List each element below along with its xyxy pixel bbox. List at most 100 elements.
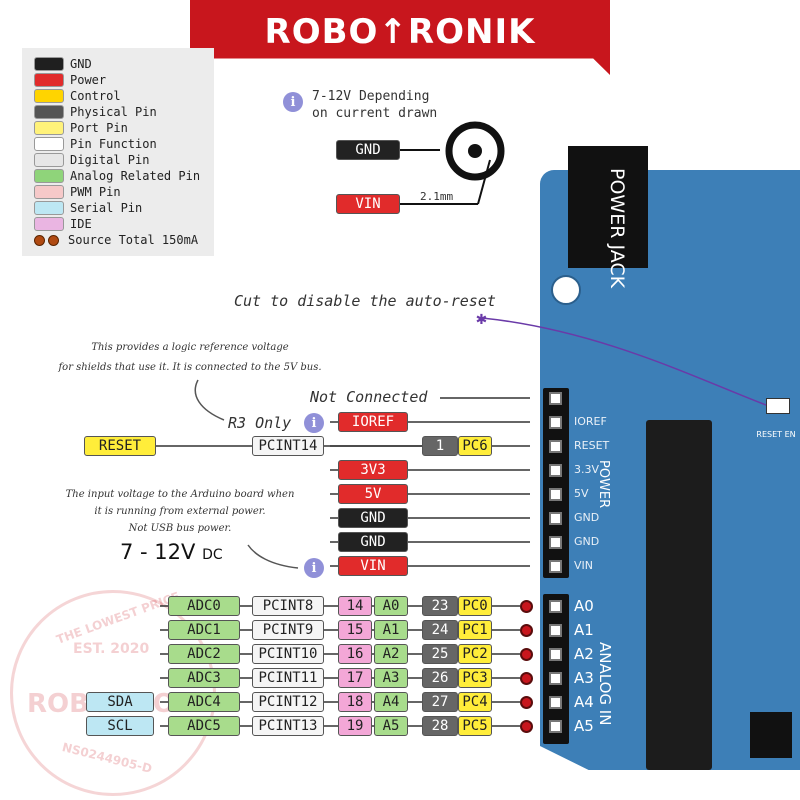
pcint-label: PCINT14 bbox=[252, 436, 324, 456]
r3-only-label: R3 Only bbox=[228, 414, 292, 432]
pcint-label: PCINT8 bbox=[252, 596, 324, 616]
header-pin bbox=[549, 536, 562, 549]
voltage-note: 7-12V Depending on current drawn bbox=[312, 88, 437, 122]
vin-note: The input voltage to the Arduino board w… bbox=[40, 486, 320, 537]
legend-item: Source Total 150mA bbox=[34, 232, 198, 248]
brand-logo: ROBO↑RONIK bbox=[264, 12, 536, 52]
header-pin bbox=[549, 512, 562, 525]
board-pin-label: A3 bbox=[574, 669, 594, 687]
reset-en-label: RESET EN bbox=[756, 430, 796, 439]
power-pin-label: IOREF bbox=[338, 412, 408, 432]
physical-pin-label: 28 bbox=[422, 716, 458, 736]
header-pin bbox=[549, 600, 562, 613]
vin-range: 7 - 12V DC bbox=[120, 540, 223, 564]
cut-marker-icon: ✱ bbox=[476, 308, 487, 329]
header-pin bbox=[549, 696, 562, 709]
header-pin bbox=[549, 392, 562, 405]
legend-swatch bbox=[34, 121, 64, 135]
legend-item: Physical Pin bbox=[34, 104, 157, 120]
legend-label: PWM Pin bbox=[70, 185, 121, 199]
ide-pin-label: 19 bbox=[338, 716, 372, 736]
power-pin-label: VIN bbox=[338, 556, 408, 576]
board-pin-label: VIN bbox=[574, 559, 593, 572]
board-pin-label: IOREF bbox=[574, 415, 607, 428]
legend-swatch bbox=[34, 217, 64, 231]
ide-pin-label: 18 bbox=[338, 692, 372, 712]
legend-item: Analog Related Pin bbox=[34, 168, 200, 184]
port-pin-label: PC5 bbox=[458, 716, 492, 736]
board-pin-label: RESET bbox=[574, 439, 610, 452]
source-dot-icon bbox=[520, 648, 533, 661]
analog-pin-label: A3 bbox=[374, 668, 408, 688]
ide-pin-label: 17 bbox=[338, 668, 372, 688]
legend-swatch bbox=[34, 153, 64, 167]
vin-note-line2: it is running from external power. bbox=[94, 506, 266, 517]
analog-pin-label: A1 bbox=[374, 620, 408, 640]
legend-label: GND bbox=[70, 57, 92, 71]
board-pin-label: GND bbox=[574, 535, 600, 548]
port-pin-label: PC0 bbox=[458, 596, 492, 616]
legend-item: IDE bbox=[34, 216, 92, 232]
info-icon: i bbox=[304, 558, 324, 578]
jack-size-label: 2.1mm bbox=[420, 190, 454, 203]
legend-label: Pin Function bbox=[70, 137, 157, 151]
analog-pin-label: A2 bbox=[374, 644, 408, 664]
legend-label: Digital Pin bbox=[70, 153, 150, 167]
physical-pin-label: 25 bbox=[422, 644, 458, 664]
dot-icon bbox=[34, 234, 45, 246]
legend-item: Control bbox=[34, 88, 121, 104]
legend-item: Digital Pin bbox=[34, 152, 149, 168]
ide-pin-label: 14 bbox=[338, 596, 372, 616]
power-jack-title: POWER JACK bbox=[588, 168, 628, 288]
icsp-header bbox=[750, 712, 792, 758]
mounting-hole bbox=[551, 275, 581, 305]
dot-icon bbox=[48, 234, 59, 246]
power-jack-title-2: JACK bbox=[606, 244, 628, 289]
legend-swatch bbox=[34, 89, 64, 103]
source-dot-icon bbox=[520, 720, 533, 733]
reset-label: RESET bbox=[84, 436, 156, 456]
adc-label: ADC2 bbox=[168, 644, 240, 664]
jack-vin-label: VIN bbox=[336, 194, 400, 214]
physical-pin-label: 27 bbox=[422, 692, 458, 712]
vin-range-unit: DC bbox=[202, 547, 223, 563]
serial-pin-label: SDA bbox=[86, 692, 154, 712]
ide-pin-label: 16 bbox=[338, 644, 372, 664]
legend-label: IDE bbox=[70, 217, 92, 231]
legend-swatch bbox=[34, 137, 64, 151]
port-pin-label: PC3 bbox=[458, 668, 492, 688]
header-pin bbox=[549, 672, 562, 685]
vin-note-line3: Not USB bus power. bbox=[128, 523, 232, 534]
physical-pin-label: 23 bbox=[422, 596, 458, 616]
board-pin-label: A0 bbox=[574, 597, 594, 615]
ioref-note: This provides a logic reference voltage … bbox=[10, 338, 370, 378]
analog-pin-label: A5 bbox=[374, 716, 408, 736]
source-dot-icon bbox=[520, 624, 533, 637]
board-pin-label: A5 bbox=[574, 717, 594, 735]
info-icon: i bbox=[283, 92, 303, 112]
pcint-label: PCINT10 bbox=[252, 644, 324, 664]
not-connected-label: Not Connected bbox=[310, 388, 428, 406]
legend-item: GND bbox=[34, 56, 92, 72]
adc-label: ADC3 bbox=[168, 668, 240, 688]
legend-item: Pin Function bbox=[34, 136, 157, 152]
legend-label: Analog Related Pin bbox=[70, 169, 201, 183]
jack-gnd-label: GND bbox=[336, 140, 400, 160]
power-jack-icon bbox=[445, 121, 505, 181]
board-pin-label: A1 bbox=[574, 621, 594, 639]
board-pin-label: GND bbox=[574, 511, 600, 524]
source-dots-icon bbox=[34, 234, 62, 246]
legend-swatch bbox=[34, 185, 64, 199]
legend-label: Serial Pin bbox=[70, 201, 143, 215]
pointer-arrow bbox=[247, 544, 299, 569]
ioref-note-line1: This provides a logic reference voltage bbox=[91, 342, 289, 353]
pcint-label: PCINT11 bbox=[252, 668, 324, 688]
info-icon: i bbox=[304, 413, 324, 433]
watermark-text-2: EST. 2020 bbox=[73, 641, 150, 657]
pcint-label: PCINT12 bbox=[252, 692, 324, 712]
analog-header bbox=[543, 594, 569, 744]
power-jack-block bbox=[568, 146, 648, 268]
reset-en-jumper bbox=[766, 398, 790, 414]
header-pin bbox=[549, 648, 562, 661]
